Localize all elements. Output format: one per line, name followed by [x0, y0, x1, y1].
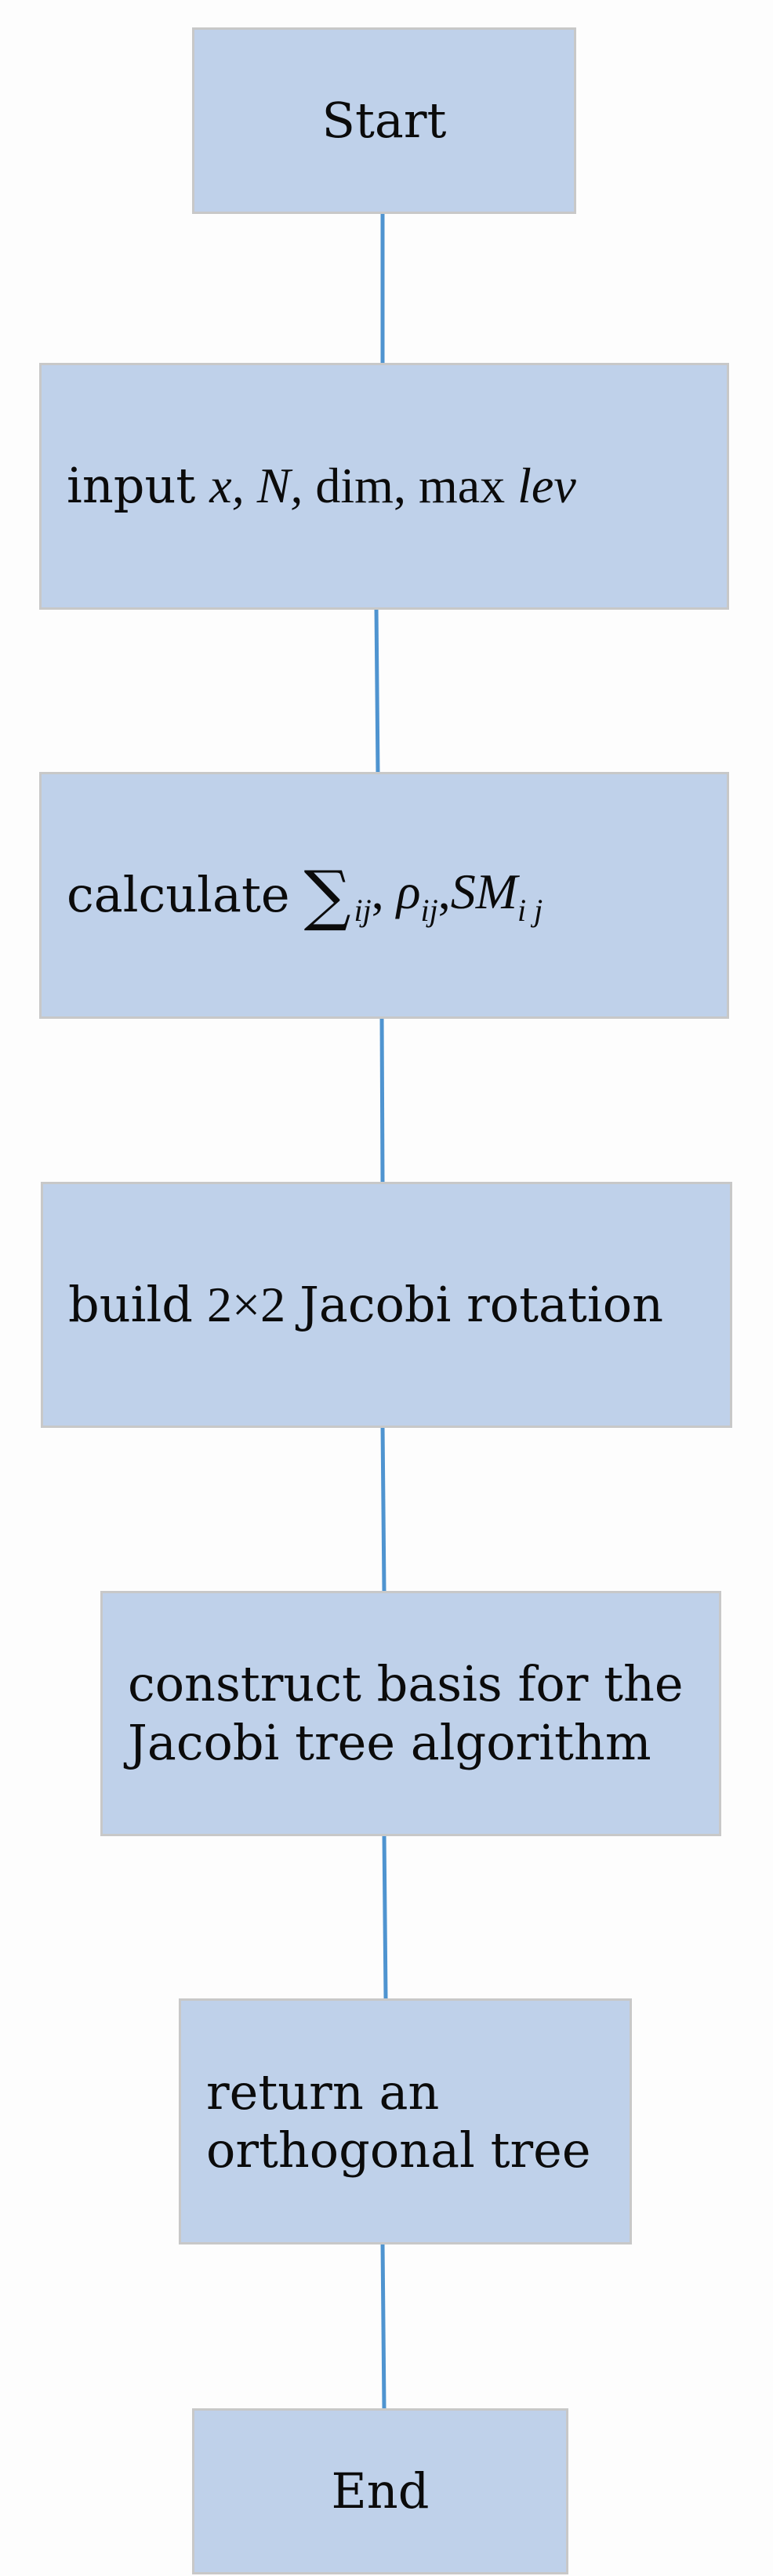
return-line-2: orthogonal tree	[206, 2121, 591, 2179]
start-node: Start	[192, 27, 576, 214]
rho-symbol: ρ	[396, 864, 421, 920]
end-node: End	[192, 2408, 568, 2574]
build-label: build	[68, 1275, 193, 1333]
construct-line-2: Jacobi tree algorithm	[128, 1713, 651, 1771]
construct-node: construct basis for the Jacobi tree algo…	[100, 1591, 721, 1836]
connector-calculate-build	[379, 1016, 385, 1183]
calculate-label: calculate	[67, 866, 290, 924]
build-formula: 2×2	[206, 1276, 286, 1332]
connector-construct-return	[382, 1833, 388, 1999]
input-formula: x, N, dim, max lev	[209, 456, 575, 516]
sm-subscript: i j	[517, 893, 543, 929]
input-lev: lev	[517, 458, 576, 514]
connector-input-calculate	[374, 607, 380, 775]
input-node: input x, N, dim, max lev	[39, 363, 729, 610]
input-vars: x, N,	[209, 458, 316, 514]
build-label-2: Jacobi rotation	[299, 1275, 664, 1333]
sigma-subscript: ij	[354, 893, 372, 929]
input-label: input	[67, 457, 196, 515]
start-label: Start	[321, 91, 447, 149]
connector-return-end	[380, 2242, 386, 2409]
connector-build-construct	[380, 1424, 386, 1592]
return-node: return an orthogonal tree	[179, 1998, 632, 2244]
construct-line-1: construct basis for the	[128, 1655, 684, 1713]
return-line-1: return an	[206, 2063, 440, 2121]
rho-subscript: ij	[420, 893, 438, 929]
calculate-formula: ∑ij, ρij,SMi j	[303, 857, 543, 934]
input-functions: dim, max	[315, 458, 506, 514]
end-label: End	[331, 2462, 430, 2520]
build-node: build 2×2 Jacobi rotation	[41, 1182, 732, 1428]
sigma-symbol: ∑	[303, 857, 351, 934]
sm-symbol: SM	[450, 864, 518, 920]
calculate-node: calculate ∑ij, ρij,SMi j	[39, 772, 729, 1019]
